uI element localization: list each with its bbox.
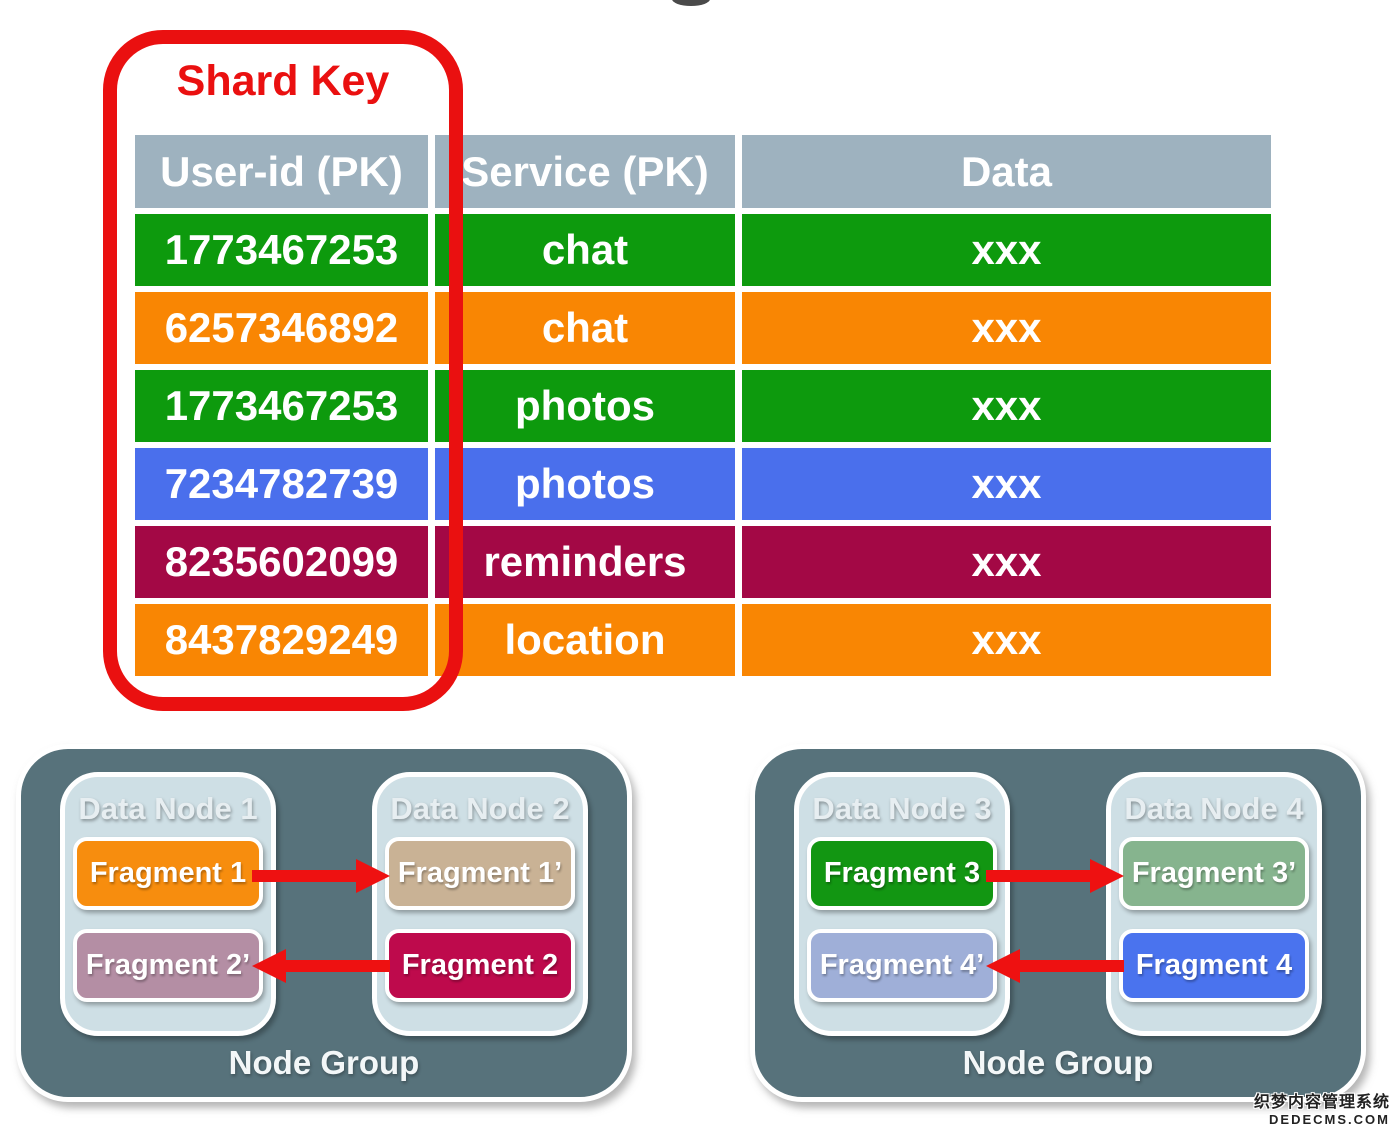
header-data: Data — [742, 135, 1271, 208]
watermark-line2: DEDECMS.COM — [1269, 1112, 1390, 1128]
cell-user-id-row1: 1773467253 — [135, 214, 428, 286]
arrow-head — [986, 949, 1020, 983]
data-node-3-title: Data Node 3 — [812, 791, 992, 826]
fragment-2-replica-box: Fragment 2’ — [73, 929, 263, 1002]
arrow-shaft — [1018, 960, 1124, 972]
arrow-shaft — [986, 870, 1092, 882]
node-group-1-label: Node Group — [228, 1044, 420, 1081]
cropped-title-glyph — [672, 0, 710, 6]
cell-service-row4: photos — [435, 448, 735, 520]
fragment-4-box: Fragment 4 — [1119, 929, 1309, 1002]
cell-service-row2: chat — [435, 292, 735, 364]
header-service: Service (PK) — [435, 135, 735, 208]
cell-data-row1: xxx — [742, 214, 1271, 286]
fragment-3-box: Fragment 3 — [807, 837, 997, 910]
node-group-1: Data Node 1 Fragment 1 Fragment 2’ Data … — [16, 744, 632, 1102]
fragment-1-box: Fragment 1 — [73, 837, 263, 910]
cell-user-id-row3: 1773467253 — [135, 370, 428, 442]
data-node-2-box: Data Node 2 Fragment 1’ Fragment 2 — [372, 772, 588, 1036]
data-node-1-box: Data Node 1 Fragment 1 Fragment 2’ — [60, 772, 276, 1036]
fragment-3-replica-box: Fragment 3’ — [1119, 837, 1309, 910]
cell-service-row6: location — [435, 604, 735, 676]
cell-data-row6: xxx — [742, 604, 1271, 676]
data-node-4-title: Data Node 4 — [1124, 791, 1304, 826]
arrow-head — [1090, 859, 1124, 893]
arrow-shaft — [284, 960, 390, 972]
node-group-2-label: Node Group — [962, 1044, 1154, 1081]
header-user-id: User-id (PK) — [135, 135, 428, 208]
arrow-head — [252, 949, 286, 983]
replication-arrow-left-icon — [986, 949, 1124, 983]
data-node-3-box: Data Node 3 Fragment 3 Fragment 4’ — [794, 772, 1010, 1036]
data-node-2-title: Data Node 2 — [390, 791, 570, 826]
replication-arrow-right-icon — [986, 859, 1124, 893]
shard-table: User-id (PK) Service (PK) Data 177346725… — [135, 135, 1271, 676]
replication-arrow-left-icon — [252, 949, 390, 983]
cell-user-id-row5: 8235602099 — [135, 526, 428, 598]
cell-user-id-row6: 8437829249 — [135, 604, 428, 676]
arrow-head — [356, 859, 390, 893]
data-node-1-title: Data Node 1 — [78, 791, 258, 826]
cell-user-id-row2: 6257346892 — [135, 292, 428, 364]
shard-key-label: Shard Key — [176, 57, 390, 105]
fragment-1-replica-box: Fragment 1’ — [385, 837, 575, 910]
replication-arrow-right-icon — [252, 859, 390, 893]
cell-data-row2: xxx — [742, 292, 1271, 364]
cell-data-row4: xxx — [742, 448, 1271, 520]
cell-data-row5: xxx — [742, 526, 1271, 598]
cell-service-row1: chat — [435, 214, 735, 286]
cell-service-row3: photos — [435, 370, 735, 442]
watermark: 织梦内容管理系统 DEDECMS.COM — [1254, 1093, 1390, 1128]
watermark-line1: 织梦内容管理系统 — [1253, 1094, 1390, 1112]
arrow-shaft — [252, 870, 358, 882]
fragment-4-replica-box: Fragment 4’ — [807, 929, 997, 1002]
cell-user-id-row4: 7234782739 — [135, 448, 428, 520]
cell-service-row5: reminders — [435, 526, 735, 598]
node-group-2: Data Node 3 Fragment 3 Fragment 4’ Data … — [750, 744, 1366, 1102]
fragment-2-box: Fragment 2 — [385, 929, 575, 1002]
data-node-4-box: Data Node 4 Fragment 3’ Fragment 4 — [1106, 772, 1322, 1036]
cell-data-row3: xxx — [742, 370, 1271, 442]
